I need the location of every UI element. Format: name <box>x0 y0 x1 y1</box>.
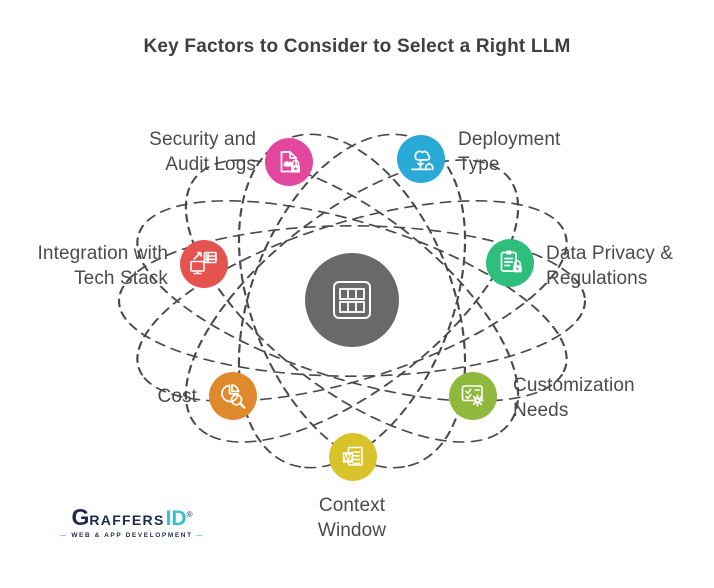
label-context-window: Context Window <box>272 493 432 543</box>
label-line: Context <box>318 495 386 516</box>
customization-circle <box>449 372 497 420</box>
node-integration-tech-stack <box>180 240 228 288</box>
node-cost <box>209 372 257 420</box>
center-node <box>305 253 399 347</box>
label-line: Tech Stack <box>74 268 168 289</box>
system-sync-icon <box>190 251 217 275</box>
deployment-circle <box>397 135 445 183</box>
logo-letter-g: G <box>71 504 90 530</box>
label-line: Audit Logs <box>165 154 256 175</box>
node-customization-needs <box>449 372 497 420</box>
dashed-ellipse <box>136 200 568 402</box>
registered-trademark-symbol: ® <box>186 510 193 519</box>
label-cost: Cost <box>57 384 197 409</box>
checklist-gear-icon <box>461 385 484 407</box>
dashed-ellipse <box>136 200 568 402</box>
node-context-window: W <box>329 433 377 481</box>
label-line: Customization <box>513 375 635 396</box>
dashed-ellipse <box>237 133 467 469</box>
label-data-privacy-regulations: Data Privacy & Regulations <box>546 241 714 291</box>
label-line: Deployment <box>458 129 561 150</box>
dashed-ellipse <box>184 159 520 443</box>
label-line: Integration with <box>37 243 168 264</box>
dashed-ellipse <box>117 225 587 377</box>
label-line: Needs <box>513 400 569 421</box>
dashed-ellipse <box>237 133 467 469</box>
document-lock-icon <box>280 151 300 173</box>
label-security-audit-logs: Security and Audit Logs <box>60 127 256 177</box>
cloud-deployment-icon <box>411 150 434 171</box>
label-line: Security and <box>149 129 256 150</box>
label-line: Window <box>317 520 387 541</box>
logo-tagline: WEB & APP DEVELOPMENT <box>52 532 212 539</box>
label-line: Regulations <box>546 268 648 289</box>
word-document-icon: W <box>342 446 363 466</box>
page-title: Key Factors to Consider to Select a Righ… <box>143 36 571 57</box>
w-letter: W <box>344 453 353 463</box>
logo-letters-raffers: RAFFERS <box>89 512 165 528</box>
label-line: Type <box>458 154 500 175</box>
dashed-ellipse <box>184 159 520 443</box>
table-grid-icon <box>333 281 371 319</box>
data-privacy-circle <box>486 239 534 287</box>
node-security-audit-logs <box>265 138 313 186</box>
clipboard-lock-icon <box>500 250 522 273</box>
node-deployment-type <box>397 135 445 183</box>
center-circle <box>305 253 399 347</box>
pie-chart-magnifier-icon <box>221 383 246 409</box>
label-deployment-type: Deployment Type <box>458 127 648 177</box>
label-integration-tech-stack: Integration with Tech Stack <box>0 241 168 291</box>
label-line: Data Privacy & <box>546 243 674 264</box>
label-customization-needs: Customization Needs <box>513 373 693 423</box>
label-line: Cost <box>157 386 197 407</box>
logo-letters-id: ID <box>165 507 187 530</box>
node-data-privacy-regulations <box>486 239 534 287</box>
